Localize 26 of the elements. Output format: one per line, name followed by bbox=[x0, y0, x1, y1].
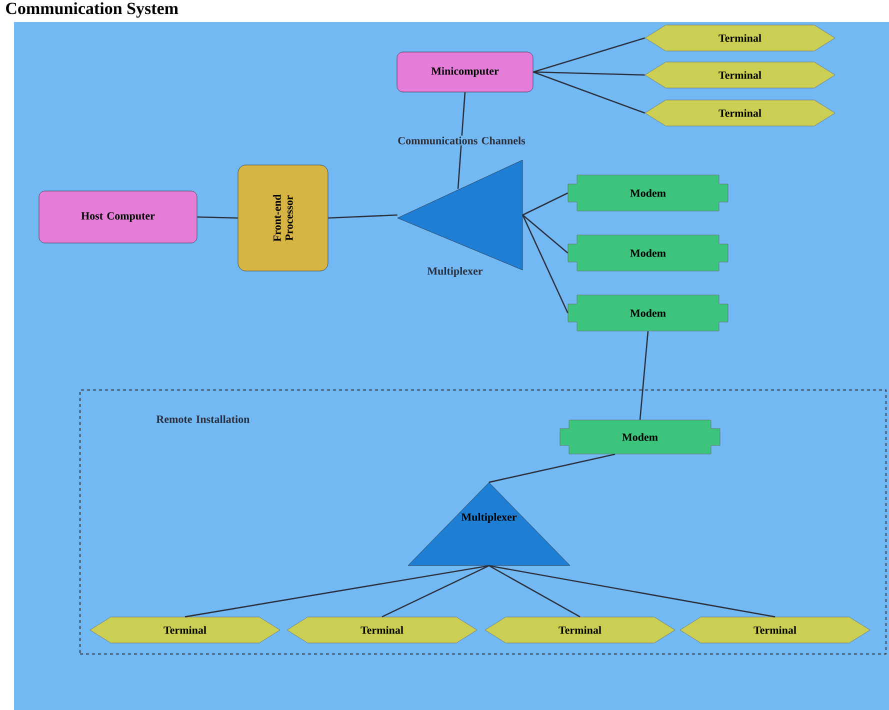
modem-box: Modem bbox=[568, 294, 728, 332]
connection-line bbox=[488, 454, 616, 483]
edge-label: Communications Channels bbox=[396, 136, 528, 146]
connection-line bbox=[639, 331, 649, 420]
computer-box: Minicomputer bbox=[396, 52, 534, 92]
modem-box: Modem bbox=[568, 234, 728, 272]
connection-line bbox=[533, 71, 645, 76]
connection-line bbox=[457, 92, 466, 189]
title: Communication System bbox=[6, 2, 178, 18]
modem-box: Modem bbox=[560, 420, 720, 454]
connection-line bbox=[184, 565, 490, 618]
connection-line bbox=[382, 565, 490, 618]
node-caption: Multiplexer bbox=[427, 267, 483, 277]
connection-line bbox=[522, 214, 568, 254]
connection-line bbox=[522, 192, 568, 216]
connection-line bbox=[533, 37, 645, 73]
connection-line bbox=[328, 214, 398, 219]
connection-line bbox=[488, 565, 580, 618]
connection-line bbox=[197, 216, 238, 219]
connection-line bbox=[522, 214, 568, 314]
connection-line bbox=[488, 565, 776, 618]
connection-line bbox=[532, 71, 646, 114]
computer-box: Host Computer bbox=[38, 190, 198, 244]
multiplexer-triangle: Multiplexer bbox=[408, 482, 570, 566]
processor-box: Front-end Processor bbox=[238, 164, 328, 272]
modem-box: Modem bbox=[568, 174, 728, 212]
